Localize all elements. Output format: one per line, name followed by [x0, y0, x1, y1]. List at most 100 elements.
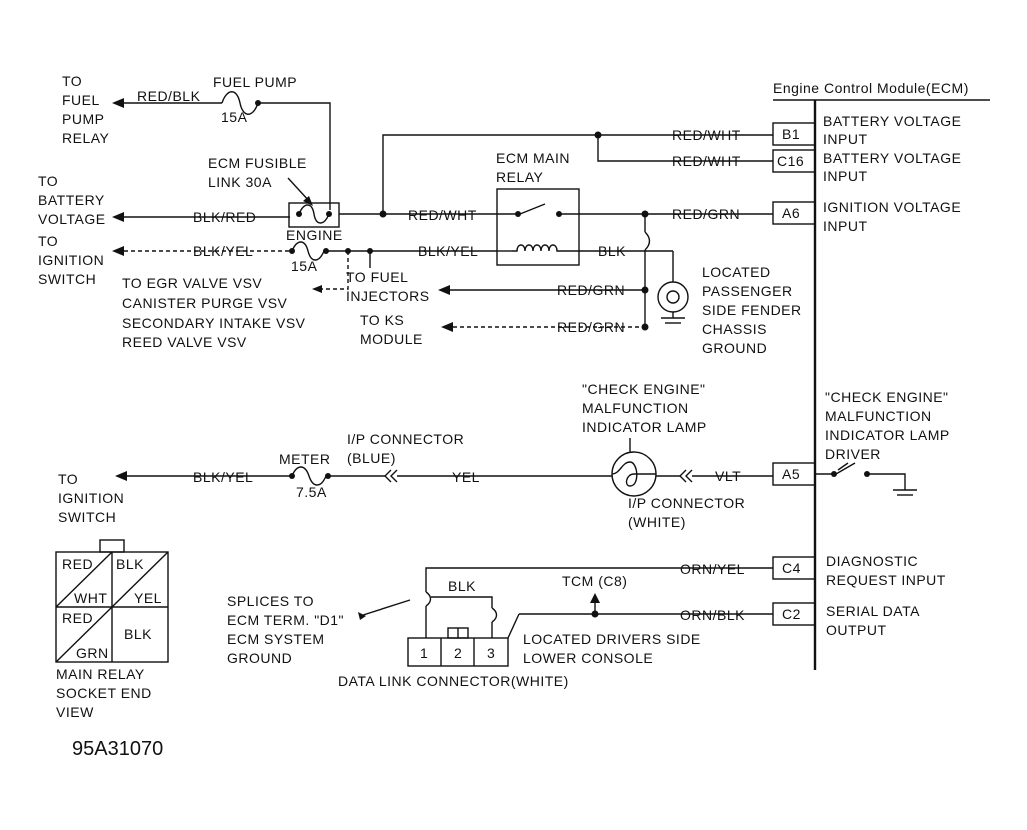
ecm-mil-driver-2: MALFUNCTION	[825, 408, 932, 424]
ecm-diag-input-b: REQUEST INPUT	[826, 572, 946, 588]
ground-eyelet-outer	[657, 281, 689, 313]
ip-white-label-2: (WHITE)	[628, 514, 686, 530]
ecm-pin-c16: C16	[772, 149, 816, 173]
ip-blue-label-1: I/P CONNECTOR	[347, 431, 464, 447]
mil-lamp-label-1: "CHECK ENGINE"	[582, 381, 706, 397]
ks-label-1: TO KS	[360, 312, 404, 328]
ks-arrow-head	[441, 322, 453, 332]
ecm-title: Engine Control Module(ECM)	[773, 80, 969, 96]
ecm-serial-output: SERIAL DATA	[826, 603, 920, 619]
ground-label-3: SIDE FENDER	[702, 302, 802, 318]
vsv-arrow-head	[312, 285, 322, 293]
socket-caption-3: VIEW	[56, 704, 94, 720]
wire-red-blk: RED/BLK	[137, 88, 201, 104]
fuel-pump-relay-3: PUMP	[62, 111, 104, 127]
dlc-pin-1: 1	[420, 645, 428, 661]
ecm-diag-input: DIAGNOSTIC	[826, 553, 918, 569]
wire-blk-yel-left: BLK/YEL	[193, 243, 253, 259]
socket-cell-tl-bot: WHT	[74, 590, 107, 606]
ip-white-label-1: I/P CONNECTOR	[628, 495, 745, 511]
socket-cell-bl-top: RED	[62, 610, 93, 626]
ecm-input-battery-1: BATTERY VOLTAGE	[823, 113, 961, 129]
ecm-input-ignition: IGNITION VOLTAGE	[823, 199, 961, 215]
ecm-pin-a6: A6	[772, 201, 816, 225]
main-relay-coil	[512, 244, 562, 252]
vsv-label-4: REED VALVE VSV	[122, 334, 247, 350]
ecm-pin-b1: B1	[772, 122, 816, 146]
ecm-pin-a5: A5	[772, 462, 816, 486]
fusible-link-element	[298, 204, 330, 224]
socket-cell-tr-top: BLK	[116, 556, 144, 572]
splices-label-4: GROUND	[227, 650, 292, 666]
tcm-label: TCM (C8)	[562, 573, 627, 589]
wire-blk-yel-relay: BLK/YEL	[418, 243, 478, 259]
orn-yel-hop	[425, 591, 432, 607]
meter-fuse-amp: 7.5A	[296, 484, 327, 500]
meter-fuse-label: METER	[279, 451, 331, 467]
splices-label-2: ECM TERM. "D1"	[227, 612, 344, 628]
fusible-link-label-1: ECM FUSIBLE	[208, 155, 307, 171]
svg-text:A5: A5	[782, 466, 800, 482]
ecm-mil-driver-1: "CHECK ENGINE"	[825, 389, 949, 405]
svg-text:C4: C4	[782, 560, 801, 576]
splices-pointer	[359, 599, 411, 617]
ecm-input-battery-1b: INPUT	[823, 131, 868, 147]
mil-driver-switch	[815, 462, 917, 496]
orn-yel-wire	[425, 567, 773, 592]
ignition-top-label-1: TO	[38, 233, 58, 249]
main-relay-label-1: ECM MAIN	[496, 150, 570, 166]
wire-blk-yel-meter: BLK/YEL	[193, 469, 253, 485]
drivers-side-label-2: LOWER CONSOLE	[523, 650, 653, 666]
tcm-arrow-head	[590, 593, 600, 603]
ecm-pin-c2: C2	[772, 602, 816, 626]
ks-label-2: MODULE	[360, 331, 423, 347]
engine-fuse-label: ENGINE	[286, 227, 343, 243]
wire-vlt: VLT	[715, 468, 741, 484]
splices-label-1: SPLICES TO	[227, 593, 314, 609]
battery-arrow-head	[112, 212, 124, 222]
svg-text:B1: B1	[782, 126, 800, 142]
ignition-bottom-label-3: SWITCH	[58, 509, 116, 525]
socket-caption-2: SOCKET END	[56, 685, 152, 701]
ecm-input-battery-2b: INPUT	[823, 168, 868, 184]
fusible-link-box	[288, 202, 340, 228]
battery-label-3: VOLTAGE	[38, 211, 106, 227]
ignition-top-arrow-head	[112, 246, 124, 256]
injectors-arrow-head	[438, 285, 450, 295]
svg-text:C2: C2	[782, 606, 801, 622]
wire-red-wht-b1: RED/WHT	[672, 127, 741, 143]
socket-cell-tl-top: RED	[62, 556, 93, 572]
socket-caption-1: MAIN RELAY	[56, 666, 145, 682]
wire-red-grn-a6: RED/GRN	[672, 206, 740, 222]
main-relay-socket	[55, 539, 169, 663]
battery-label-1: TO	[38, 173, 58, 189]
fuel-pump-fuse	[221, 91, 259, 115]
main-relay-label-2: RELAY	[496, 169, 544, 185]
fusible-link-pointer	[287, 177, 311, 203]
ecm-mil-driver-3: INDICATOR LAMP	[825, 427, 950, 443]
wire-red-wht-c16: RED/WHT	[672, 153, 741, 169]
drivers-side-label-1: LOCATED DRIVERS SIDE	[523, 631, 701, 647]
wire-orn-blk: ORN/BLK	[680, 607, 745, 623]
wire-red-wht-relay: RED/WHT	[408, 207, 477, 223]
wire-blk-red: BLK/RED	[193, 209, 256, 225]
meter-fuse	[291, 466, 327, 486]
mil-lamp-filament	[611, 461, 656, 487]
wire-blk-relay: BLK	[598, 243, 626, 259]
ecm-serial-output-b: OUTPUT	[826, 622, 887, 638]
mil-lamp-label-2: MALFUNCTION	[582, 400, 689, 416]
ground-label-2: PASSENGER	[702, 283, 793, 299]
main-relay-box	[496, 188, 580, 266]
ignition-bottom-label-1: TO	[58, 471, 78, 487]
fuel-pump-arrow-head	[112, 98, 124, 108]
mil-lamp-label-3: INDICATOR LAMP	[582, 419, 707, 435]
injectors-label-1: TO FUEL	[346, 269, 408, 285]
svg-text:A6: A6	[782, 205, 800, 221]
fuel-pump-fuse-label: FUEL PUMP	[213, 74, 297, 90]
engine-fuse-amp: 15A	[291, 258, 318, 274]
dlc-label: DATA LINK CONNECTOR(WHITE)	[338, 673, 569, 689]
ecm-input-ignition-b: INPUT	[823, 218, 868, 234]
ground-label-5: GROUND	[702, 340, 767, 356]
fusible-link-dot-r	[326, 211, 332, 217]
